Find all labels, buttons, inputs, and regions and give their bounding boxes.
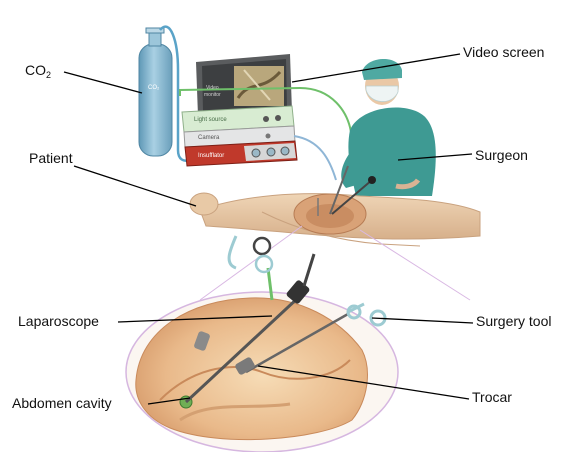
patient-label: Patient bbox=[29, 150, 73, 166]
surgery-tool-label: Surgery tool bbox=[476, 313, 551, 329]
laparoscope-label: Laparoscope bbox=[18, 313, 99, 329]
insufflator-label: Insufflator bbox=[198, 152, 224, 160]
surgeon-label: Surgeon bbox=[475, 147, 528, 163]
camera-label: Camera bbox=[198, 134, 219, 142]
co2-label-main: CO bbox=[25, 62, 46, 78]
video-screen-label: Video screen bbox=[463, 44, 544, 60]
co2-label: CO2 bbox=[25, 62, 51, 83]
abdomen-cavity-label: Abdomen cavity bbox=[12, 395, 112, 411]
camera-cable bbox=[294, 136, 336, 180]
surgeon-figure bbox=[341, 59, 436, 196]
grasper-instrument bbox=[229, 236, 272, 272]
cylinder-label: CO₂ bbox=[148, 84, 159, 92]
trocar-label: Trocar bbox=[472, 389, 512, 405]
co2-label-subscript: 2 bbox=[46, 70, 51, 80]
monitor-label-line2: monitor bbox=[204, 91, 221, 99]
light-source-label: Light source bbox=[194, 116, 227, 124]
co2-cylinder bbox=[139, 28, 172, 156]
